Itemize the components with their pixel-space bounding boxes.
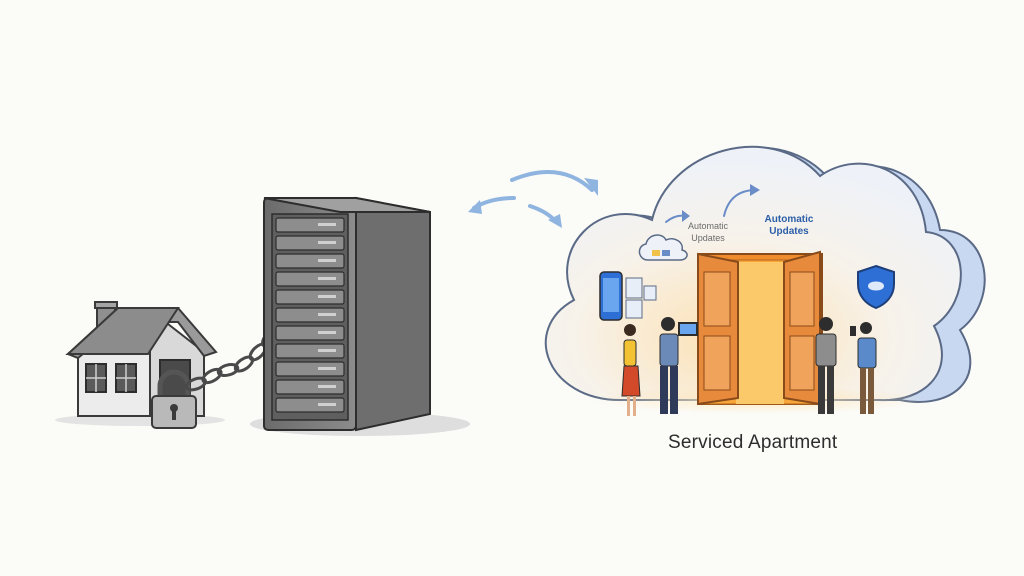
automatic-updates-blue-line1: Automatic: [764, 214, 814, 225]
mini-cloud-icon: [638, 234, 688, 261]
smartphone-icon: [599, 271, 657, 321]
serviced-apartment-caption: Serviced Apartment: [668, 432, 838, 453]
exchange-arrows-icon: [468, 170, 598, 228]
person-man-blue: [850, 322, 877, 414]
person-woman: [621, 324, 641, 416]
person-with-laptop: [659, 317, 698, 414]
automatic-updates-label-gray: Automatic Updates: [676, 220, 740, 244]
house-icon: [55, 301, 225, 426]
automatic-updates-gray-line1: Automatic: [687, 221, 729, 231]
open-door-icon: [697, 250, 823, 406]
automatic-updates-gray-line2: Updates: [691, 233, 725, 243]
automatic-updates-blue-line2: Updates: [769, 226, 809, 237]
automatic-updates-label-blue: Automatic Updates: [756, 214, 822, 238]
person-man-gray: [815, 317, 837, 414]
sync-arrows-icon: [665, 184, 760, 223]
shield-icon: [857, 264, 895, 310]
server-rack-icon: [250, 196, 470, 436]
